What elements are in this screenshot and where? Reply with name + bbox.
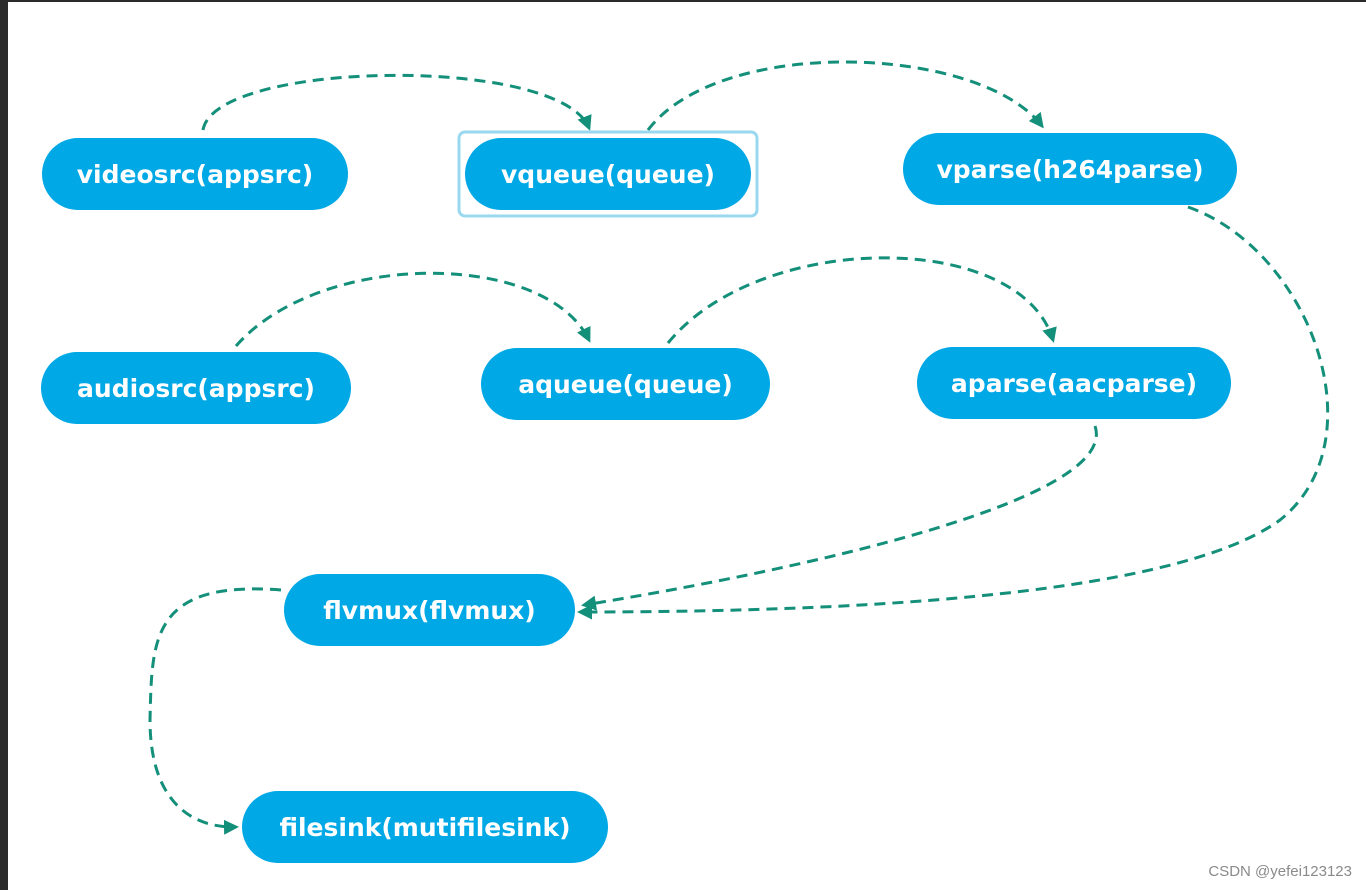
node-shape [917,347,1231,419]
node-videosrc[interactable]: videosrc(appsrc) [42,138,348,210]
node-label: aqueue(queue) [518,370,733,399]
node-label: audiosrc(appsrc) [77,374,315,403]
window-left-edge [0,0,8,890]
edge-vqueue-to-vparse [646,60,1044,131]
node-shape [242,791,608,863]
edge-aqueue-to-aparse [666,256,1057,344]
watermark: CSDN @yefei123123 [1208,863,1352,880]
node-shape [481,348,770,420]
node-aparse[interactable]: aparse(aacparse) [917,347,1231,419]
node-label: flvmux(flvmux) [323,596,535,625]
node-shape [284,574,575,646]
edge-aparse-to-flvmux [581,425,1098,611]
node-vqueue[interactable]: vqueue(queue) [457,130,759,218]
node-label: filesink(mutifilesink) [279,813,570,842]
edge-flvmux-to-filesink [148,587,282,835]
node-shape [41,352,351,424]
node-aqueue[interactable]: aqueue(queue) [481,348,770,420]
edge-vparse-to-flvmux [577,205,1330,620]
node-label: aparse(aacparse) [951,369,1197,398]
node-shape [903,133,1237,205]
node-shape [42,138,348,210]
node-shape [465,138,751,210]
node-flvmux[interactable]: flvmux(flvmux) [284,574,575,646]
window-top-edge [0,0,1366,2]
node-label: vparse(h264parse) [937,155,1204,184]
node-label: videosrc(appsrc) [77,160,313,189]
edge-videosrc-to-vqueue [201,73,592,131]
node-filesink[interactable]: filesink(mutifilesink) [242,791,608,863]
node-vparse[interactable]: vparse(h264parse) [903,133,1237,205]
node-label: vqueue(queue) [501,160,715,189]
node-audiosrc[interactable]: audiosrc(appsrc) [41,352,351,424]
selection-outline [457,130,759,218]
nodes-layer: videosrc(appsrc) vqueue(queue) vparse(h264… [41,130,1237,863]
edges-layer [148,60,1330,835]
edge-audiosrc-to-aqueue [234,271,591,347]
